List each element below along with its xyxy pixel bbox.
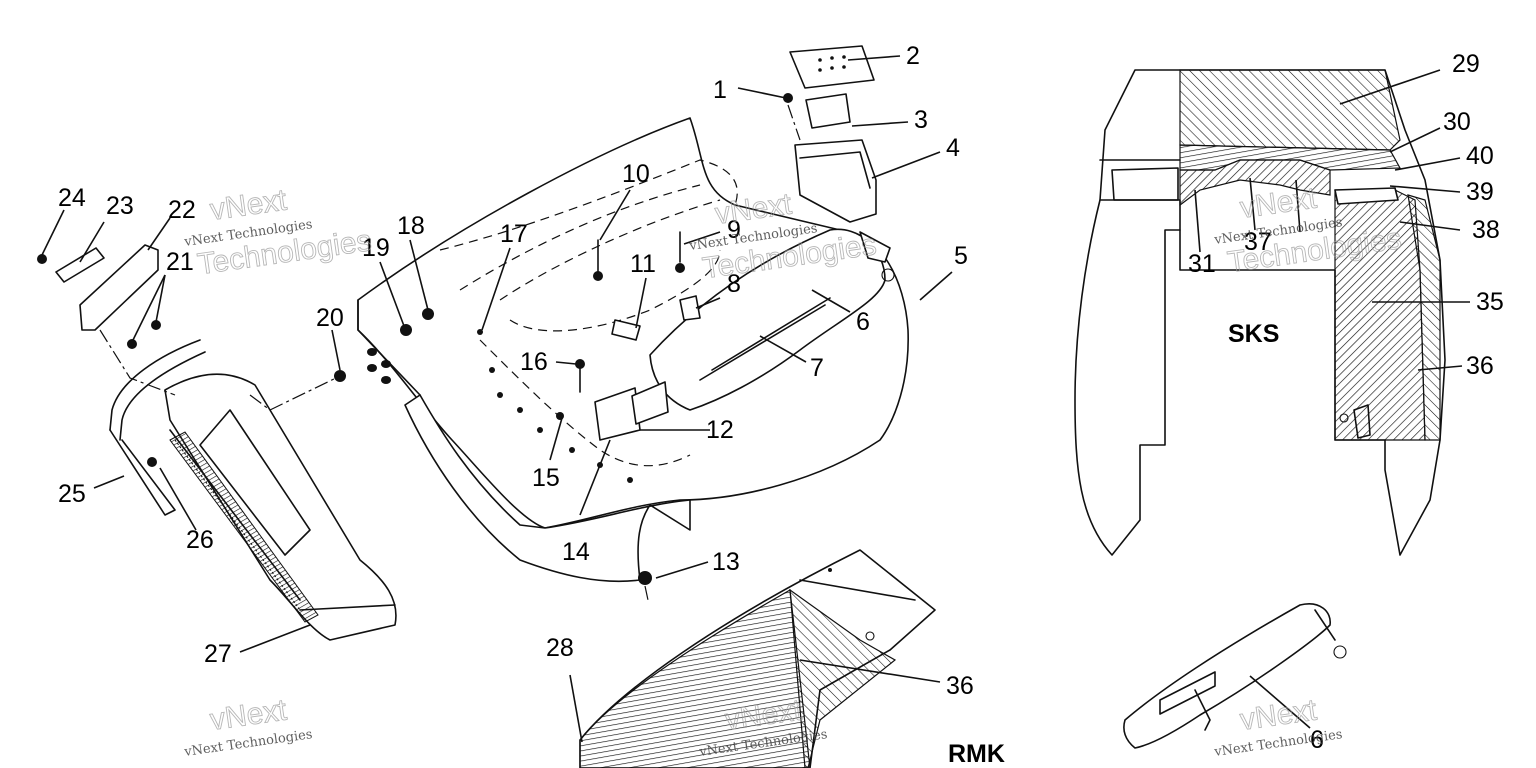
callout-3: 3 [914,106,928,134]
callout-1: 1 [713,76,727,104]
callout-27: 27 [204,640,232,668]
callout-31: 31 [1188,250,1216,278]
storage-box-parts-2-3-4 [783,45,877,223]
callout-18: 18 [397,212,425,240]
callout-14: 14 [562,538,590,566]
fasteners [334,231,701,601]
hood-assembly [357,117,909,583]
watermark-brand-top: vNext [1238,694,1319,737]
callout-19: 19 [362,234,390,262]
callout-37: 37 [1244,228,1272,256]
callout-20: 20 [316,304,344,332]
callout-36-sks: 36 [1466,352,1494,380]
callout-10: 10 [622,160,650,188]
callout-30: 30 [1443,108,1471,136]
callout-6-small: 6 [1310,726,1324,754]
callout-38: 38 [1472,216,1500,244]
side-panel-part-6 [649,228,895,411]
watermark-1: vNext vNext Technologies Technologies [182,183,373,282]
callout-22: 22 [168,196,196,224]
watermark-company: vNext Technologies [182,727,313,760]
side-panel-small-view [1123,603,1347,749]
watermark-brand-top: vNext [208,184,289,227]
callout-17: 17 [500,220,528,248]
callout-11: 11 [630,250,656,278]
callout-28: 28 [546,634,574,662]
callout-36-rmk: 36 [946,672,974,700]
callout-16: 16 [520,348,548,376]
sks-variant-view [1074,69,1446,556]
variant-label-sks: SKS [1228,320,1279,348]
callout-26: 26 [186,526,214,554]
variant-label-rmk: RMK [948,740,1005,768]
callout-2: 2 [906,42,920,70]
callout-24: 24 [58,184,86,212]
watermark-company: vNext Technologies [1212,727,1343,760]
callout-labels: 1 2 3 4 5 6 7 8 9 10 11 12 13 14 15 16 1… [58,42,1504,754]
watermark-brand-top: vNext [208,694,289,737]
callout-40: 40 [1466,142,1494,170]
callout-8: 8 [727,270,741,298]
rmk-variant-view [579,549,936,768]
callout-4: 4 [946,134,960,162]
callout-25: 25 [58,480,86,508]
callout-39: 39 [1466,178,1494,206]
callout-23: 23 [106,192,134,220]
callout-21: 21 [166,248,194,276]
callout-6: 6 [856,308,870,336]
callout-12: 12 [706,416,734,444]
callout-15: 15 [532,464,560,492]
callout-7: 7 [810,354,824,382]
callout-5: 5 [954,242,968,270]
watermark-4: vNext vNext Technologies [182,693,313,760]
callout-29: 29 [1452,50,1480,78]
leader-lines [41,55,1470,743]
callout-35: 35 [1476,288,1504,316]
front-bumper-assembly [37,244,397,641]
callout-9: 9 [727,216,741,244]
callout-13: 13 [712,548,740,576]
